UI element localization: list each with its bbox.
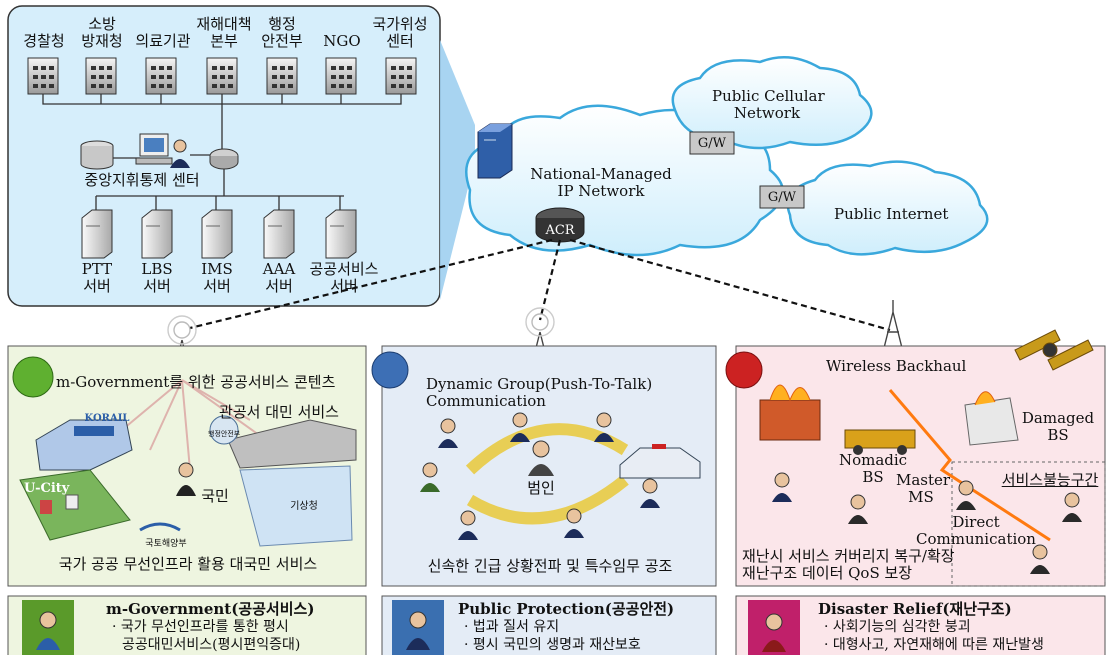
internet-cloud bbox=[786, 160, 989, 256]
agency-label-medical: 의료기관 bbox=[135, 32, 191, 50]
bar-protection-line-2: · 평시 국민의 생명과 재산보호 bbox=[464, 637, 641, 653]
panel1-signal-rays bbox=[109, 379, 281, 471]
moltm-label: 국토해양부 bbox=[145, 539, 187, 549]
panel1-footer: 국가 공공 무선인프라 활용 대국민 서비스 bbox=[58, 555, 318, 573]
weather-map bbox=[239, 465, 353, 547]
nomadic-bs-truck bbox=[844, 429, 916, 455]
projection-wedge bbox=[440, 40, 475, 300]
agency-label-mopas: 행정 안전부 bbox=[261, 15, 303, 50]
bar-mgov-title: m-Government(공공서비스) bbox=[106, 600, 315, 618]
wireless-backhaul-label: Wireless Backhaul bbox=[826, 357, 967, 375]
burning-building bbox=[759, 384, 821, 441]
server-row bbox=[81, 209, 357, 259]
server-label-ims: IMS 서버 bbox=[201, 260, 233, 295]
ucity-label: U-City bbox=[24, 481, 70, 496]
cellular-cloud bbox=[671, 56, 873, 150]
server-label-lbs: LBS 서버 bbox=[141, 260, 173, 295]
agency-buildings bbox=[27, 57, 417, 95]
firewall-icon-circle bbox=[725, 351, 763, 389]
bar-mgov-line-2: 공공대민서비스(평시편익증대) bbox=[122, 637, 301, 653]
rescuers-panel3 bbox=[772, 472, 1082, 574]
panel1-title: m-Government를 위한 공공서비스 콘텐츠 bbox=[56, 373, 336, 391]
server-label-aaa: AAA 서버 bbox=[262, 260, 296, 295]
cellular-network-label: Public Cellular Network bbox=[712, 87, 825, 122]
database-icon bbox=[80, 140, 114, 170]
gateway-cellular-label: G/W bbox=[697, 136, 727, 151]
panel2-title: Dynamic Group(Push-To-Talk) Communicatio… bbox=[426, 375, 653, 410]
bar-mgov-line-1: · 국가 무선인프라를 통한 평시 bbox=[112, 619, 289, 635]
bar-protection-title: Public Protection(공공안전) bbox=[458, 600, 675, 618]
magnifier-icon-circle bbox=[371, 351, 409, 389]
bar-protection-line-1: · 법과 질서 유지 bbox=[464, 619, 560, 635]
panel1-citizen-label: 국민 bbox=[201, 487, 229, 505]
globe-icon-circle bbox=[12, 356, 54, 398]
national-network-label: National-Managed IP Network bbox=[530, 165, 672, 200]
server-label-ptt: PTT 서버 bbox=[81, 260, 113, 295]
master-ms-label: Master MS bbox=[896, 471, 951, 506]
train-icon bbox=[35, 419, 133, 471]
bar-disaster-line-1: · 사회기능의 심각한 붕괴 bbox=[824, 619, 971, 635]
agency-label-satellite: 국가위성 센터 bbox=[372, 15, 428, 50]
server-label-public: 공공서비스 서버 bbox=[309, 260, 379, 295]
panel3-footer-1: 재난시 서비스 커버리지 복구/확장 bbox=[742, 547, 955, 565]
office-scene bbox=[227, 419, 357, 469]
ucity-map bbox=[19, 469, 131, 541]
router-icon bbox=[209, 148, 239, 170]
workstation-icon bbox=[135, 133, 190, 168]
acr-label: ACR bbox=[545, 223, 575, 238]
agency-label-ngo: NGO bbox=[323, 32, 361, 50]
panel2-footer: 신속한 긴급 상황전파 및 특수임무 공조 bbox=[427, 557, 673, 575]
wireless-links bbox=[189, 238, 891, 332]
gateway-internet-label: G/W bbox=[767, 190, 797, 205]
agency-label-disaster-hq: 재해대책 본부 bbox=[196, 15, 252, 50]
citizen-icon bbox=[176, 462, 196, 496]
damaged-bs-building bbox=[964, 391, 1019, 446]
police-car-icon bbox=[619, 444, 701, 479]
tower-right bbox=[882, 300, 904, 353]
lightning-link bbox=[888, 389, 1051, 542]
agency-label-police: 경찰청 bbox=[23, 32, 65, 50]
satellite-icon bbox=[1014, 329, 1094, 371]
bus-lines bbox=[42, 94, 402, 210]
bar-disaster-title: Disaster Relief(재난구조) bbox=[818, 600, 1012, 618]
gateway-cellular bbox=[689, 131, 735, 155]
panel1-subtitle: 관공서 대민 서비스 bbox=[219, 403, 339, 421]
officers-panel2 bbox=[420, 412, 660, 540]
damaged-bs-label: Damaged BS bbox=[1021, 409, 1095, 444]
acr-router-icon bbox=[535, 207, 585, 243]
nomadic-bs-label: Nomadic BS bbox=[838, 451, 908, 486]
internet-label: Public Internet bbox=[834, 205, 949, 223]
no-coverage-label: 서비스불능구간 bbox=[1001, 471, 1099, 489]
mopas-seal-label: 행정안전부 bbox=[208, 430, 241, 438]
criminal-icon bbox=[528, 440, 554, 476]
mogaha-seal-icon bbox=[209, 415, 239, 445]
bar-disaster-line-2: · 대형사고, 자연재해에 따른 재난발생 bbox=[824, 637, 1044, 653]
no-coverage-zone bbox=[951, 461, 1106, 587]
direct-communication-label: Direct Communication bbox=[916, 513, 1036, 548]
panel2-criminal-label: 범인 bbox=[527, 479, 555, 497]
center-label: 중앙지휘통제 센터 bbox=[84, 171, 200, 189]
panel3-footer-2: 재난구조 데이터 QoS 보장 bbox=[742, 564, 913, 582]
bar-person-icons bbox=[36, 611, 786, 652]
gateway-internet bbox=[759, 185, 805, 209]
moltm-logo-icon bbox=[139, 522, 181, 532]
korail-label: KORAIL bbox=[84, 413, 130, 424]
core-server-icon bbox=[477, 123, 513, 179]
kma-label: 기상청 bbox=[290, 501, 318, 512]
agency-label-fire: 소방 방재청 bbox=[81, 15, 123, 50]
